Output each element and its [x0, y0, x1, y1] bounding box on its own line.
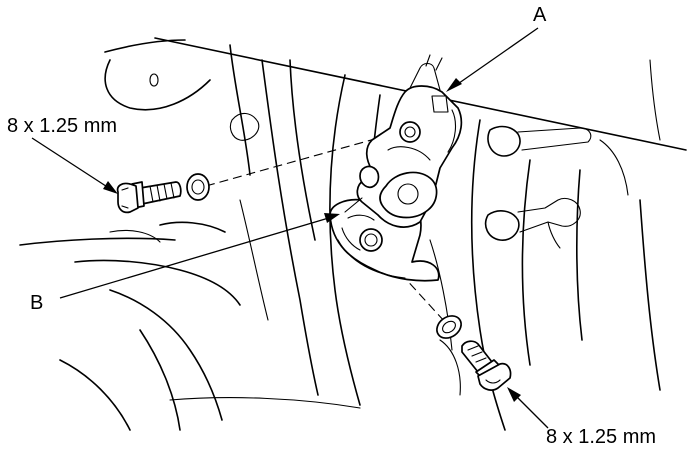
bolt-spec-label-upper: 8 x 1.25 mm [7, 115, 118, 137]
pivot-hole-lower [359, 228, 383, 252]
leader-bolt-upper [31, 137, 118, 194]
washer-upper [186, 173, 210, 201]
body-panel-lines [19, 37, 687, 431]
callout-label-b: B [30, 292, 44, 314]
callout-label-a: A [533, 4, 547, 26]
bolt-spec-label-lower: 8 x 1.25 mm [546, 426, 657, 448]
washer-lower [436, 315, 462, 339]
pivot-hole-upper [399, 121, 421, 143]
leader-a [446, 27, 539, 92]
leader-b [59, 213, 340, 299]
bracket-a [344, 54, 463, 228]
leader-bolt-lower [507, 387, 549, 429]
bolt-upper [116, 181, 182, 214]
bolt-lower [461, 340, 512, 391]
